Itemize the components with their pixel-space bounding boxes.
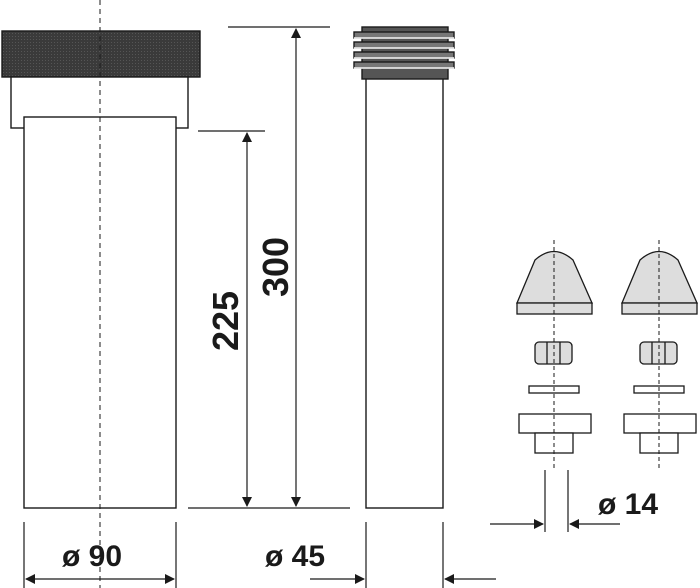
pipe-small [353, 26, 455, 509]
dimension-vertical [188, 26, 350, 509]
label-90: ø 90 [62, 540, 122, 573]
fixing-set-left [516, 240, 593, 470]
pipe-large [1, 0, 201, 588]
label-45: ø 45 [265, 540, 325, 573]
dimension-horizontal [23, 522, 496, 588]
flange-left [518, 413, 592, 434]
dimension-bolt [490, 470, 620, 532]
pipe-small-tube [365, 76, 444, 509]
pipe-small-rib-seal [353, 26, 455, 80]
label-300: 300 [255, 237, 296, 297]
fixing-set-right [621, 240, 698, 470]
pipe-large-cap [1, 30, 201, 78]
flange-right [623, 413, 697, 434]
label-225: 225 [205, 291, 246, 351]
label-14: ø 14 [598, 488, 658, 521]
